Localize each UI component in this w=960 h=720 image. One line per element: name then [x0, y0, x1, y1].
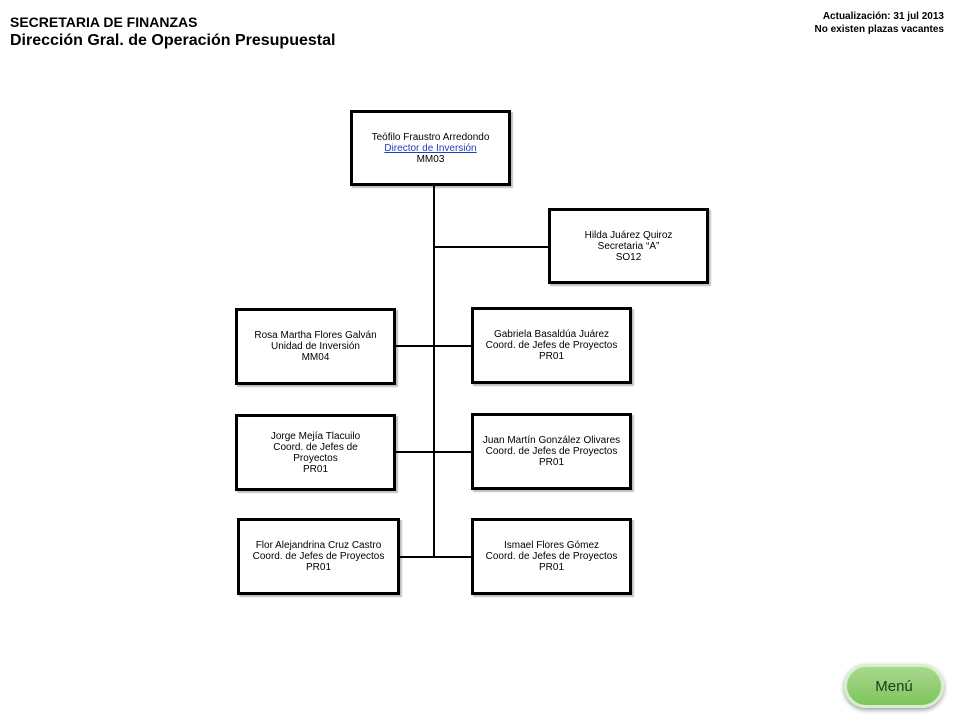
position-code: MM04 — [301, 352, 330, 363]
position-code: SO12 — [615, 251, 642, 263]
org-box-staff: Juan Martín González Olivares Coord. de … — [471, 413, 632, 490]
connector-row-1 — [396, 345, 472, 347]
position-code: MM03 — [416, 153, 445, 165]
connector-row-3 — [400, 556, 472, 558]
menu-label: Menú — [875, 677, 913, 695]
connector-assistant — [434, 246, 549, 248]
person-name: Hilda Juárez Quiroz — [584, 229, 673, 241]
person-name: Juan Martín González Olivares — [482, 435, 621, 446]
department-title: Dirección Gral. de Operación Presupuesta… — [10, 32, 336, 49]
position-title: Coord. de Jefes de Proyectos — [485, 551, 618, 562]
header-info: Actualización: 31 jul 2013 No existen pl… — [814, 10, 944, 36]
person-name: Rosa Martha Flores Galván — [254, 330, 377, 341]
update-date: Actualización: 31 jul 2013 — [822, 11, 944, 22]
menu-button[interactable]: Menú — [844, 664, 944, 708]
org-box-director: Teófilo Fraustro Arredondo Director de I… — [350, 110, 511, 186]
person-name: Ismael Flores Gómez — [503, 540, 600, 551]
org-box-assistant: Hilda Juárez Quiroz Secretaria “A” SO12 — [548, 208, 709, 284]
position-title: Coord. de Jefes de Proyectos — [252, 551, 385, 562]
person-name: Gabriela Basaldúa Juárez — [493, 329, 610, 340]
org-box-staff: Flor Alejandrina Cruz Castro Coord. de J… — [237, 518, 400, 595]
position-title: Secretaria “A” — [597, 240, 660, 252]
org-box-staff: Gabriela Basaldúa Juárez Coord. de Jefes… — [471, 307, 632, 384]
org-title: SECRETARIA DE FINANZAS — [10, 14, 198, 30]
org-box-staff: Jorge Mejía Tlacuilo Coord. de Jefes de … — [235, 414, 396, 491]
org-box-staff: Rosa Martha Flores Galván Unidad de Inve… — [235, 308, 396, 385]
position-title: Coord. de Jefes de Proyectos — [485, 446, 618, 457]
person-name: Teófilo Fraustro Arredondo — [371, 131, 490, 143]
person-name: Flor Alejandrina Cruz Castro — [255, 540, 382, 551]
org-box-staff: Ismael Flores Gómez Coord. de Jefes de P… — [471, 518, 632, 595]
connector-row-2 — [396, 451, 472, 453]
main-vertical-line — [433, 185, 435, 557]
position-title: Unidad de Inversión — [271, 341, 360, 352]
director-title-link[interactable]: Director de Inversión — [384, 142, 477, 154]
position-code: PR01 — [538, 562, 564, 573]
vacancies-note: No existen plazas vacantes — [814, 24, 944, 35]
position-code: PR01 — [538, 457, 564, 468]
person-name: Jorge Mejía Tlacuilo — [270, 430, 361, 442]
position-code: PR01 — [538, 351, 564, 362]
position-code: PR01 — [305, 562, 331, 573]
position-code: PR01 — [302, 463, 328, 475]
position-title: Coord. de Jefes de Proyectos — [273, 441, 358, 464]
position-title: Coord. de Jefes de Proyectos — [485, 340, 618, 351]
